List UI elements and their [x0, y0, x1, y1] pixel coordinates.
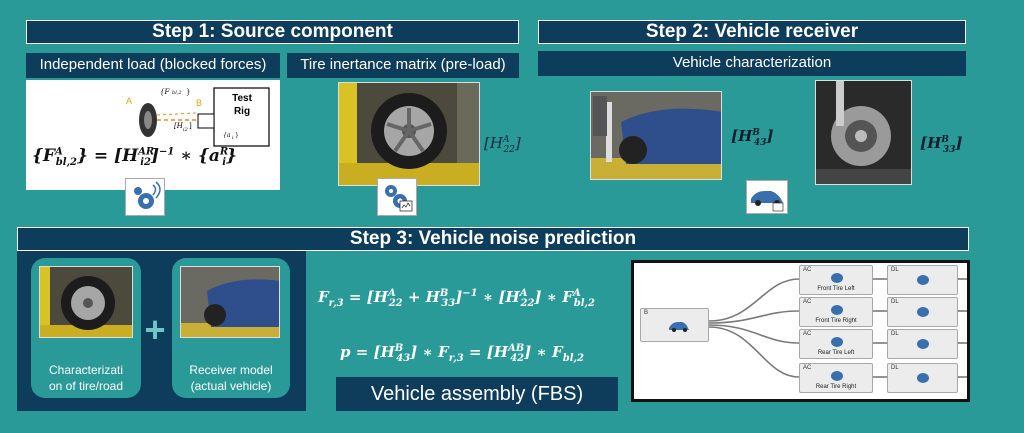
- vehicle-h43-label: [HB43]: [731, 127, 774, 148]
- vehicle-node-icon: [669, 322, 689, 332]
- point-a-label: A: [126, 96, 133, 106]
- rear-tire-right-node: AC Rear Tire Right: [799, 363, 873, 393]
- assembly-connectors: [708, 278, 967, 378]
- vehicle-front-photo: [590, 91, 722, 180]
- plus-sign: +: [144, 309, 166, 350]
- front-tire-right-label: Front Tire Right: [815, 318, 857, 324]
- tire-node-icon: [831, 371, 843, 381]
- dl-node-2: DL: [887, 297, 958, 327]
- vehicle-assembly-label: Vehicle assembly (FBS): [336, 377, 618, 411]
- svg-text:[H: [H: [174, 122, 184, 130]
- dl-node-1: DL: [887, 265, 958, 295]
- svg-text:{a: {a: [223, 132, 231, 139]
- vehicle-source-node: B: [640, 308, 709, 342]
- tire-road-card: Characterizati on of tire/road: [31, 258, 141, 398]
- tire-node-icon: [831, 337, 843, 347]
- schematic-drawing: {F bl,2 } [H i2 ] {a i }: [139, 87, 270, 147]
- front-tire-right-node: AC Front Tire Right: [799, 297, 873, 327]
- blocked-force-method-icon: [125, 178, 165, 216]
- step2-subtitle: Vehicle characterization: [538, 51, 966, 76]
- rear-tire-left-label: Rear Tire Left: [817, 350, 855, 356]
- svg-text:i: i: [232, 135, 234, 141]
- receiver-model-photo: [180, 266, 280, 338]
- receiver-model-caption: Receiver model (actual vehicle): [189, 363, 273, 393]
- step3-title: Step 3: Vehicle noise prediction: [17, 227, 969, 251]
- test-rig-label: Test Rig: [232, 93, 252, 117]
- tire-node-icon: [917, 373, 929, 383]
- test-rig-box: [213, 87, 270, 147]
- vehicle-h33-label: [HB33]: [920, 134, 963, 155]
- assembly-diagram: B AC Front Tire Left AC Front Tire Right…: [631, 260, 970, 402]
- tire-node-icon: [917, 307, 929, 317]
- front-tire-left-node: AC Front Tire Left: [799, 265, 873, 295]
- dl-node-4: DL: [887, 363, 958, 393]
- tire-node-icon: [917, 339, 929, 349]
- svg-text:i2: i2: [183, 127, 188, 133]
- point-b-label: B: [196, 98, 203, 108]
- tire-node-icon: [917, 275, 929, 285]
- step1-subtitle-right: Tire inertance matrix (pre-load): [287, 53, 519, 78]
- inertance-method-icon: [377, 178, 417, 216]
- dl-node-3: DL: [887, 329, 958, 359]
- step1-title: Step 1: Source component: [26, 20, 519, 44]
- svg-text:]: ]: [189, 122, 192, 130]
- svg-text:}: }: [235, 132, 239, 139]
- svg-text:{F: {F: [160, 88, 170, 96]
- tire-test-photo: [338, 82, 480, 186]
- step2-title: Step 2: Vehicle receiver: [538, 20, 966, 44]
- tire-road-photo: [39, 266, 133, 338]
- pressure-equation: p = [HB43] ∗ Fr,3 = [HAB42] ∗ Fbl,2: [340, 343, 584, 364]
- tire-inertance-label: [HA22]: [484, 134, 521, 155]
- tire-node-icon: [831, 305, 843, 315]
- step1-subtitle-left: Independent load (blocked forces): [26, 53, 280, 78]
- blocked-force-schematic: {F bl,2 } [H i2 ] {a i } A B Test Rig {F…: [26, 80, 280, 190]
- step3-model-panel: Characterizati on of tire/road + Receive…: [17, 251, 306, 411]
- receiver-model-card: Receiver model (actual vehicle): [172, 258, 290, 398]
- vehicle-characterization-icon: [746, 180, 788, 214]
- force-equation: Fr,3 = [HA22 + HB33]−1 ∗ [HA22] ∗ FAbl,2: [318, 288, 595, 309]
- rear-tire-right-label: Rear Tire Right: [815, 384, 857, 390]
- tire-node-icon: [831, 273, 843, 283]
- vehicle-source-tag: B: [644, 310, 649, 316]
- svg-text:}: }: [186, 88, 190, 96]
- svg-text:bl,2: bl,2: [172, 90, 182, 96]
- tire-road-caption: Characterizati on of tire/road: [48, 363, 124, 393]
- vehicle-suspension-photo: [815, 80, 912, 185]
- blocked-force-equation: {FAbl,2} = [HARi2]−1 ∗ {aRi}: [32, 146, 237, 169]
- rear-tire-left-node: AC Rear Tire Left: [799, 329, 873, 359]
- front-tire-left-label: Front Tire Left: [817, 286, 855, 292]
